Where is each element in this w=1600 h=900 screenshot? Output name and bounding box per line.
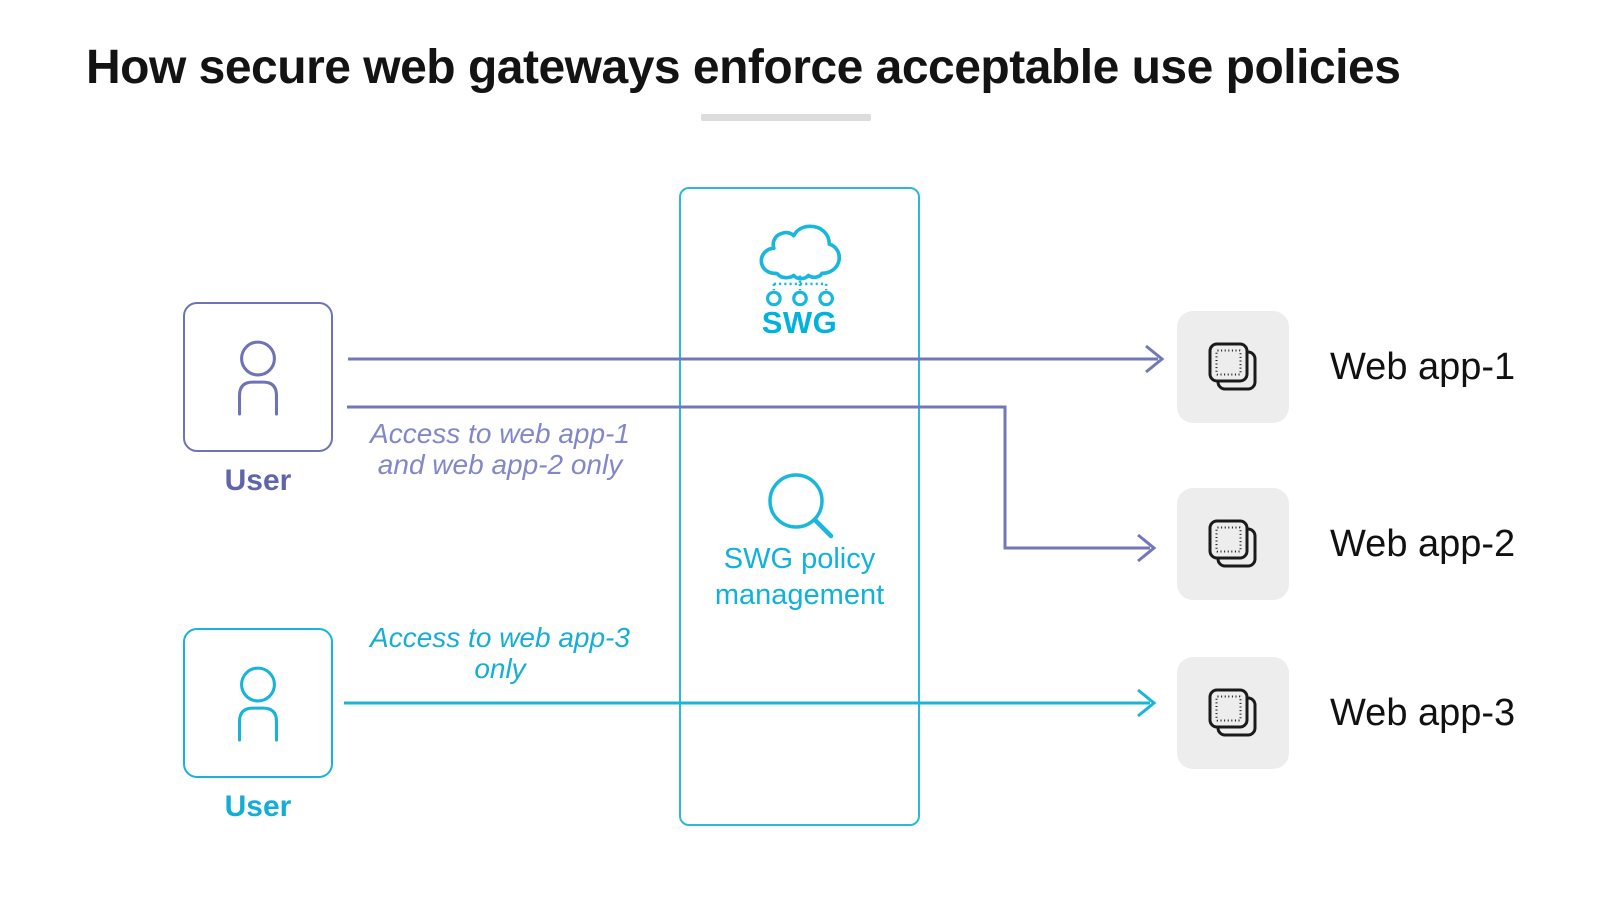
user-group-1: User [183,302,333,498]
webapp-icon [1208,688,1257,737]
user-label: User [224,790,292,823]
webapp-label-3: Web app-3 [1330,692,1516,734]
webapp-icon [1208,519,1257,568]
webapp-label-1: Web app-1 [1330,346,1516,388]
user-card [183,302,333,452]
swg-policy-label: SWG policy management [714,543,885,611]
annotation-access-webapp3: Access to web app-3 only [370,622,630,684]
webapp-icon-box-2 [1177,488,1289,600]
magnifier-icon [767,473,833,539]
webapp-icon-box-1 [1177,311,1289,423]
user-card [183,628,333,778]
title-divider [701,114,871,121]
swg-label: SWG [761,305,838,340]
person-icon [237,340,279,416]
user-group-2: User [183,628,333,824]
webapp-icon-box-3 [1177,657,1289,769]
webapp-icon [1208,342,1257,391]
person-icon [237,666,279,742]
swg-gateway-box: SWG SWG policy management [679,187,920,826]
webapp-label-2: Web app-2 [1330,523,1516,565]
cloud-network-icon [758,224,841,307]
annotation-access-webapp1-2: Access to web app-1 and web app-2 only [370,418,630,480]
page-title: How secure web gateways enforce acceptab… [86,41,1401,94]
user-label: User [224,464,292,497]
